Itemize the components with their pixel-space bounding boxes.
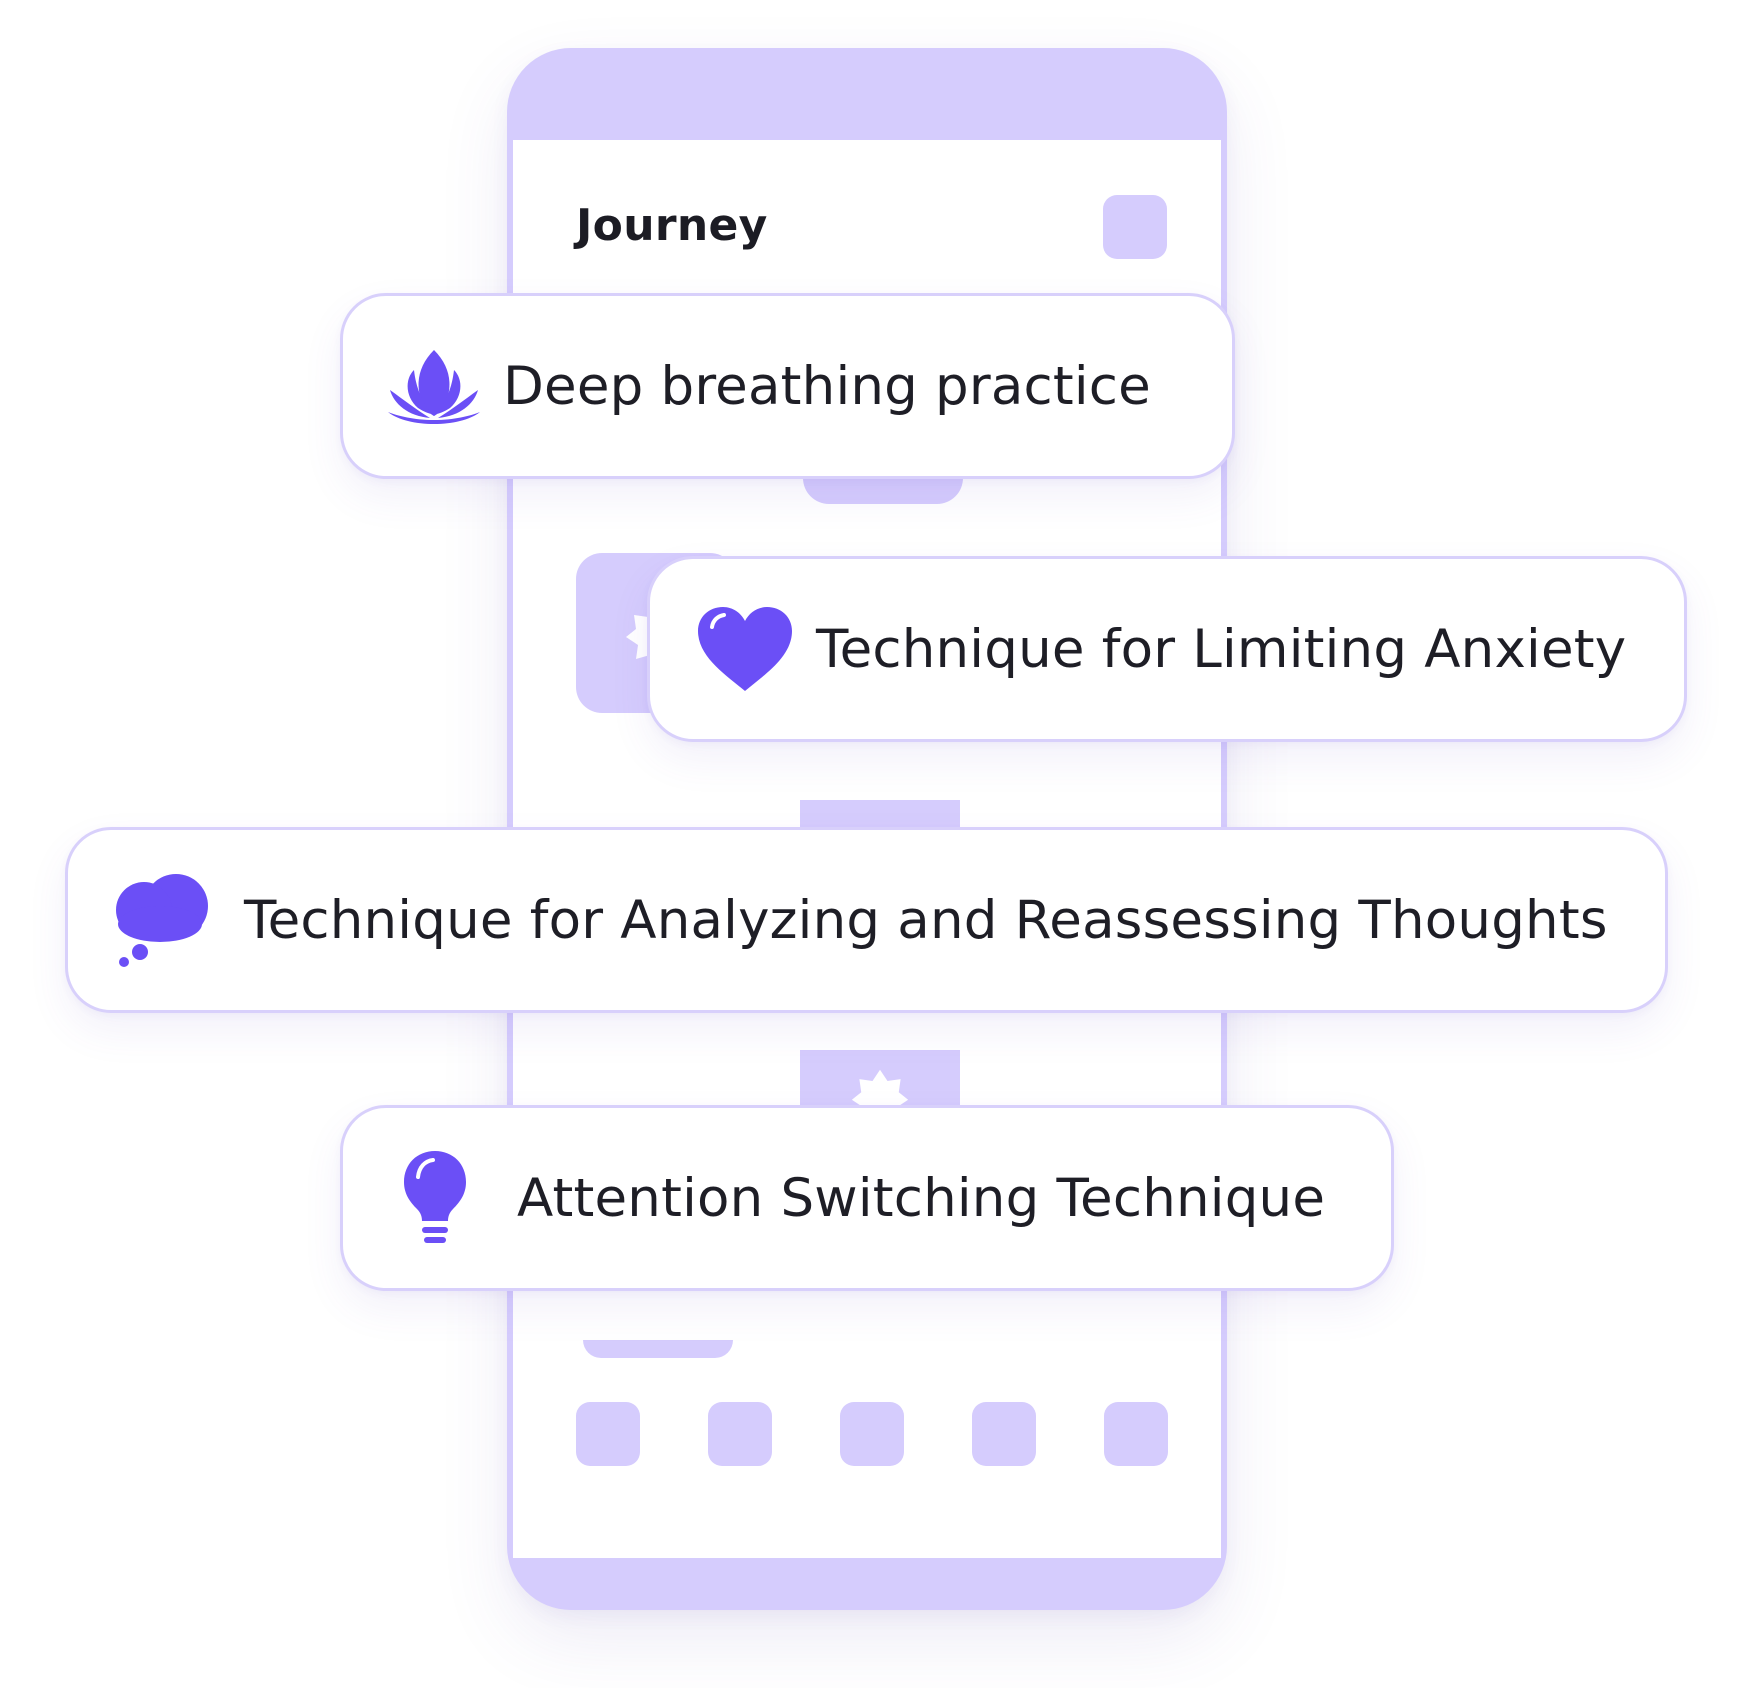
tab-bar-item[interactable] bbox=[708, 1402, 772, 1466]
technique-card-attention-switching[interactable]: Attention Switching Technique bbox=[340, 1105, 1394, 1291]
tab-bar-item[interactable] bbox=[972, 1402, 1036, 1466]
tab-bar-item[interactable] bbox=[1104, 1402, 1168, 1466]
lotus-icon bbox=[383, 346, 485, 426]
technique-card-analyzing-thoughts[interactable]: Technique for Analyzing and Reassessing … bbox=[65, 827, 1668, 1013]
card-label: Attention Switching Technique bbox=[517, 1167, 1326, 1229]
tab-bar-item[interactable] bbox=[576, 1402, 640, 1466]
technique-card-deep-breathing[interactable]: Deep breathing practice bbox=[340, 293, 1235, 479]
card-label: Technique for Limiting Anxiety bbox=[816, 618, 1627, 680]
lightbulb-icon bbox=[385, 1149, 485, 1247]
heart-icon bbox=[694, 605, 796, 693]
card-label: Technique for Analyzing and Reassessing … bbox=[244, 889, 1608, 951]
thought-bubble-icon bbox=[112, 872, 212, 968]
page-title: Journey bbox=[576, 200, 768, 251]
tab-bar-item[interactable] bbox=[840, 1402, 904, 1466]
menu-button[interactable] bbox=[1103, 195, 1167, 259]
card-label: Deep breathing practice bbox=[503, 355, 1151, 417]
technique-card-limiting-anxiety[interactable]: Technique for Limiting Anxiety bbox=[647, 556, 1687, 742]
path-connector bbox=[583, 1340, 733, 1358]
